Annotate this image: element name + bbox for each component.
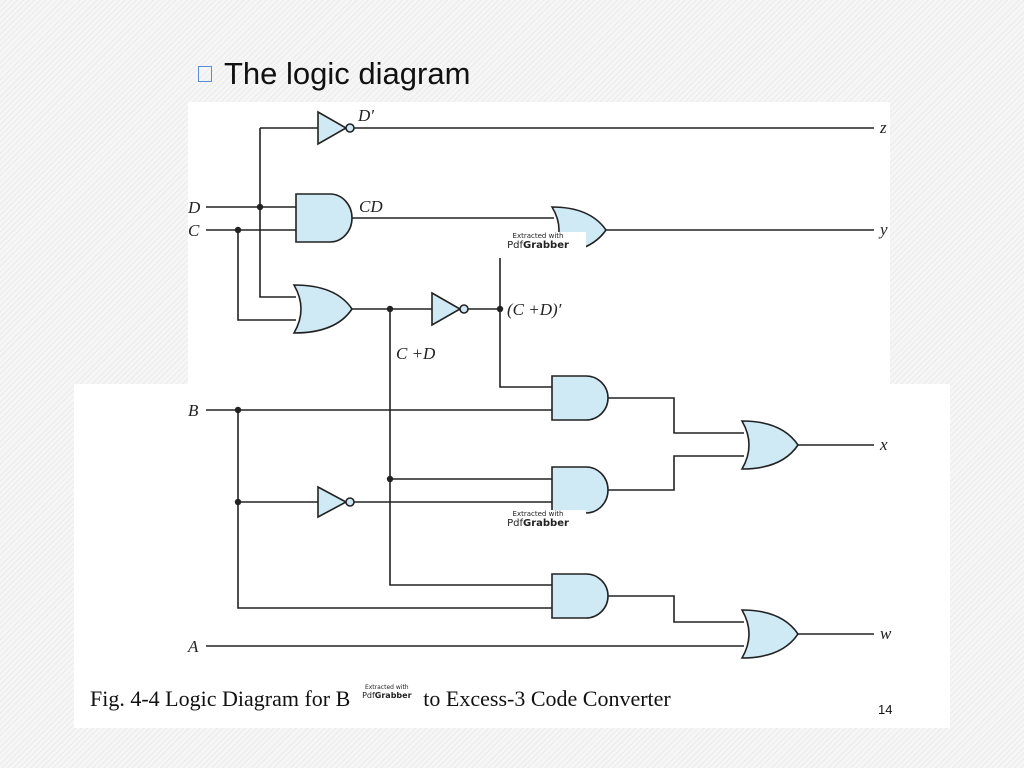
watermark-1: Extracted with PdfGrabber: [490, 232, 586, 258]
not-gate-c-or-d: [431, 291, 469, 327]
figure-caption: Fig. 4-4 Logic Diagram for B Extracted w…: [90, 683, 671, 714]
output-label-y: y: [878, 220, 888, 239]
output-label-w: w: [880, 624, 892, 643]
and-gate-1: [551, 375, 609, 421]
signal-label-d-not: D′: [357, 106, 374, 125]
not-gate-d: [317, 110, 355, 146]
watermark-3: Extracted with PdfGrabber: [355, 683, 418, 710]
watermark-line1: Extracted with: [364, 683, 409, 691]
caption-suffix: to Excess-3 Code Converter: [423, 686, 671, 711]
watermark-brand: PdfGrabber: [507, 518, 569, 529]
watermark-line1: Extracted with: [512, 232, 564, 240]
not-gate-b: [317, 485, 355, 519]
input-label-b: B: [188, 401, 199, 420]
wires: [206, 127, 874, 647]
signal-label-c-or-d: C +D: [396, 344, 436, 363]
input-label-d: D: [187, 198, 201, 217]
output-label-z: z: [879, 118, 887, 137]
and-gate-cd: [295, 193, 353, 243]
signal-label-cd: CD: [359, 197, 383, 216]
and-gate-2: [551, 466, 609, 514]
slide-title: The logic diagram: [224, 56, 471, 91]
input-label-a: A: [187, 637, 199, 656]
watermark-brand: PdfGrabber: [507, 240, 569, 251]
input-label-c: C: [188, 221, 200, 240]
output-label-x: x: [879, 435, 888, 454]
or-gate-x: [740, 420, 799, 470]
diagram-panel-bottom: [74, 384, 950, 728]
junction-dots: [234, 203, 504, 506]
page-number: 14: [878, 702, 893, 717]
watermark-brand: PdfGrabber: [362, 690, 412, 700]
caption-prefix: Fig. 4-4 Logic Diagram for B: [90, 686, 351, 711]
and-gate-3: [551, 573, 609, 619]
bullet-icon: [198, 66, 212, 82]
watermark-line1: Extracted with: [512, 510, 564, 518]
or-gate-w: [740, 609, 799, 659]
or-gate-c-or-d: [292, 284, 353, 334]
slide-heading: The logic diagram: [198, 56, 470, 92]
watermark-2: Extracted with PdfGrabber: [490, 510, 586, 536]
signal-label-c-or-d-not: (C +D)′: [507, 300, 562, 319]
